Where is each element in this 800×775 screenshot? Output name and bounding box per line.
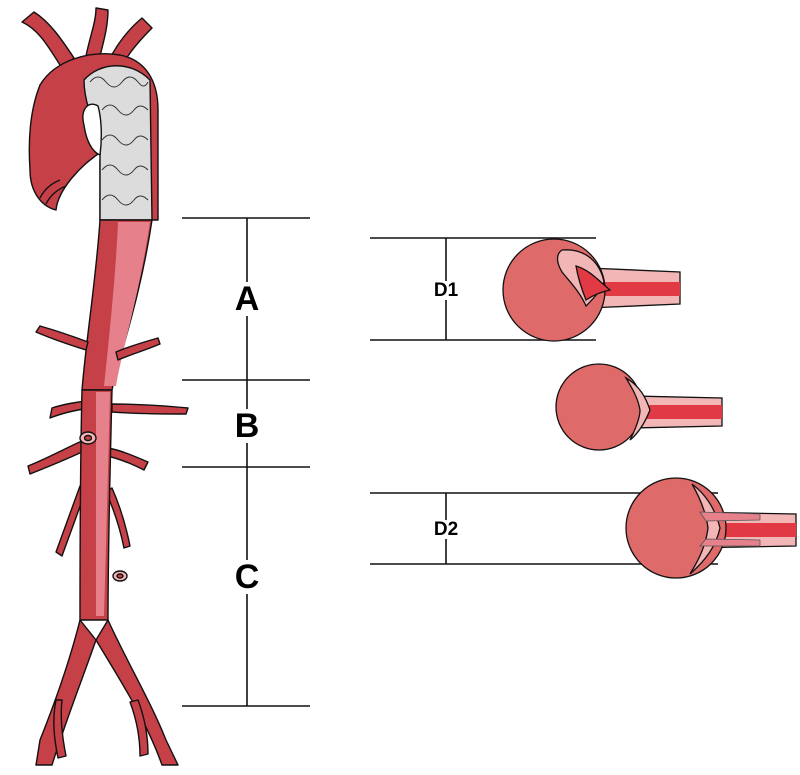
mesenteric-branch-left bbox=[27, 439, 87, 475]
descending-aorta-highlight bbox=[104, 222, 150, 386]
cross-section-d2-lumen bbox=[706, 523, 796, 537]
mesenteric-stub-lumen bbox=[116, 573, 124, 579]
d2-label: D2 bbox=[429, 520, 463, 539]
left-iliac-artery bbox=[35, 619, 97, 766]
right-internal-iliac bbox=[129, 699, 149, 757]
cross-section-middle-sac bbox=[555, 363, 643, 451]
left-intercostal-branch bbox=[35, 325, 89, 351]
right-intercostal-branch bbox=[115, 337, 161, 361]
coronary-branch bbox=[39, 179, 67, 205]
segment-a-label: A bbox=[227, 282, 267, 316]
arch-inner-curve bbox=[82, 103, 103, 156]
lumbar-branch-left bbox=[55, 485, 87, 557]
cross-section-middle bbox=[555, 363, 723, 451]
stent-wire bbox=[89, 76, 149, 206]
cross-section-d1-lumen bbox=[600, 282, 680, 296]
segment-b-label: B bbox=[227, 409, 267, 443]
celiac-stub-lumen bbox=[83, 434, 93, 442]
stent-graft bbox=[83, 65, 153, 221]
cross-section-middle-lumen bbox=[646, 405, 722, 419]
cross-section-d2 bbox=[625, 477, 797, 579]
d1-label: D1 bbox=[429, 281, 463, 300]
left-internal-iliac bbox=[53, 699, 67, 759]
aorta-illustration bbox=[21, 7, 189, 766]
cross-section-middle-septum bbox=[624, 376, 651, 441]
renal-branch-right bbox=[111, 403, 189, 415]
cross-section-d2-thrombus bbox=[699, 511, 761, 547]
segment-c-label: C bbox=[227, 560, 267, 594]
right-iliac-artery bbox=[95, 619, 179, 766]
carotid-branch bbox=[85, 7, 109, 57]
brachiocephalic-branch bbox=[21, 11, 75, 69]
lumbar-branch-right bbox=[105, 487, 131, 549]
mesenteric-branch-right bbox=[105, 447, 149, 471]
abdominal-aorta-highlight bbox=[96, 392, 110, 616]
cross-section-d1-flap-lumen bbox=[575, 265, 612, 301]
cross-section-d1 bbox=[502, 238, 681, 342]
